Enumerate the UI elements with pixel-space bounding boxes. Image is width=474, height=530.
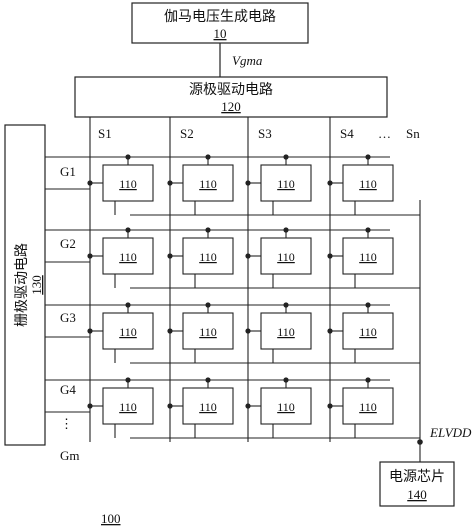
pixel-label: 110 <box>199 250 217 264</box>
pixel-gate-dot <box>365 302 371 308</box>
pixel-label: 110 <box>277 177 295 191</box>
pixel-source-dot <box>87 253 93 259</box>
pixel-array: 110 110 110 110 110 110 110 110 110 110 110 110 110 1… <box>45 117 423 463</box>
pixel-gate-dot <box>125 227 131 233</box>
pixel-source-dot <box>245 328 251 334</box>
pixel-source-dot <box>87 328 93 334</box>
pixel-gate-dot <box>125 154 131 160</box>
gamma-title: 伽马电压生成电路 <box>164 9 276 25</box>
pixel-label: 110 <box>119 250 137 264</box>
pixel-source-dot <box>327 328 333 334</box>
pixel-box <box>182 237 234 275</box>
pixel-label: 110 <box>199 177 217 191</box>
pixel-box <box>182 312 234 350</box>
pixel-source-dot <box>167 180 173 186</box>
pixel-box <box>260 312 312 350</box>
pixel-box <box>102 312 154 350</box>
pixel-gate-dot <box>125 302 131 308</box>
pixel-label: 110 <box>119 325 137 339</box>
source-label-6: Sn <box>406 126 420 141</box>
pixel-label: 110 <box>199 400 217 414</box>
source-label-3: S3 <box>258 126 272 141</box>
source-title: 源极驱动电路 <box>189 82 273 98</box>
pixel-gate-dot <box>205 302 211 308</box>
pixel-label: 110 <box>359 177 377 191</box>
gate-ref: 130 <box>29 275 44 295</box>
pixel-label: 110 <box>277 400 295 414</box>
pixel-label: 110 <box>119 177 137 191</box>
gate-label-1: G1 <box>60 164 76 179</box>
power-chip-block <box>379 461 455 507</box>
pixel-label: 110 <box>119 400 137 414</box>
power-ref: 140 <box>407 487 427 502</box>
pixel-source-dot <box>245 403 251 409</box>
pixel-source-dot <box>245 253 251 259</box>
pixel-gate-dot <box>283 377 289 383</box>
gate-label-6: Gm <box>60 448 80 463</box>
source-label-4: S4 <box>340 126 354 141</box>
pixel-source-dot <box>245 180 251 186</box>
pixel-box <box>342 312 394 350</box>
source-driver-block <box>74 76 388 118</box>
pixel-box <box>342 387 394 425</box>
pixel-label: 110 <box>359 325 377 339</box>
pixel-gate-dot <box>365 377 371 383</box>
pixel-gate-dot <box>283 154 289 160</box>
pixel-source-dot <box>167 328 173 334</box>
gate-label-4: G4 <box>60 382 76 397</box>
pixel-gate-dot <box>125 377 131 383</box>
figure-ref: 100 <box>101 511 121 526</box>
gate-label-3: G3 <box>60 310 76 325</box>
power-title: 电源芯片 <box>389 469 445 485</box>
pixel-box <box>260 237 312 275</box>
pixel-gate-dot <box>283 227 289 233</box>
pixel-source-dot <box>87 180 93 186</box>
gate-title: 栅极驱动电路 <box>14 243 30 327</box>
pixel-box <box>260 164 312 202</box>
pixel-gate-dot <box>205 227 211 233</box>
pixel-label: 110 <box>359 400 377 414</box>
pixel-gate-dot <box>205 377 211 383</box>
gamma-ref: 10 <box>214 26 227 41</box>
gate-driver-block <box>4 124 46 446</box>
source-ref: 120 <box>221 99 241 114</box>
pixel-label: 110 <box>277 250 295 264</box>
pixel-source-dot <box>167 403 173 409</box>
elvdd-junction-dot <box>417 439 423 445</box>
elvdd-label: ELVDD <box>429 425 472 440</box>
pixel-source-dot <box>327 253 333 259</box>
pixel-gate-dot <box>283 302 289 308</box>
pixel-source-dot <box>327 180 333 186</box>
pixel-box <box>342 164 394 202</box>
pixel-source-dot <box>87 403 93 409</box>
pixel-box <box>102 387 154 425</box>
source-label-1: S1 <box>98 126 112 141</box>
pixel-gate-dot <box>205 154 211 160</box>
gate-label-5: ⋮ <box>60 416 73 431</box>
vgma-label: Vgma <box>232 53 263 68</box>
pixel-gate-dot <box>365 154 371 160</box>
pixel-gate-dot <box>365 227 371 233</box>
pixel-label: 110 <box>199 325 217 339</box>
pixel-label: 110 <box>359 250 377 264</box>
gate-label-2: G2 <box>60 236 76 251</box>
pixel-label: 110 <box>277 325 295 339</box>
source-label-5: … <box>378 126 391 141</box>
pixel-source-dot <box>167 253 173 259</box>
source-label-2: S2 <box>180 126 194 141</box>
pixel-source-dot <box>327 403 333 409</box>
